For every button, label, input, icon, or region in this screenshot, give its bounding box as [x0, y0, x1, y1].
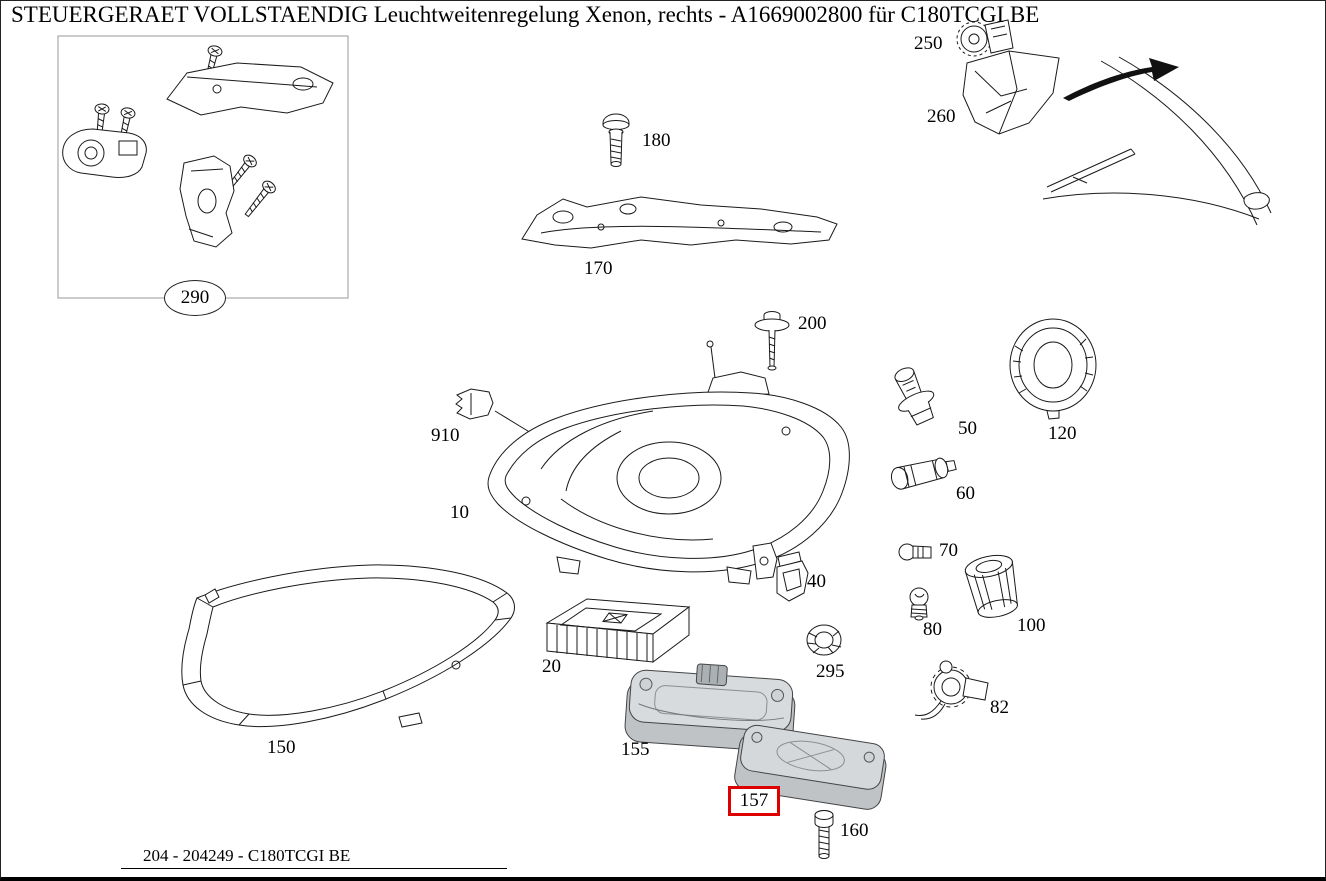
part-label-80[interactable]: 80: [923, 619, 942, 640]
part-label-180[interactable]: 180: [642, 130, 671, 151]
part-160-drawing: [814, 810, 834, 859]
footer-reference: 204 - 204249 - C180TCGI BE: [143, 846, 351, 865]
part-label-82[interactable]: 82: [990, 697, 1009, 718]
selected-part-highlight[interactable]: 157: [728, 786, 780, 816]
part-180-drawing: [602, 113, 630, 167]
part-20-drawing: [545, 598, 691, 663]
part-label-10[interactable]: 10: [450, 502, 469, 523]
part-label-150[interactable]: 150: [267, 737, 296, 758]
vehicle-context-drawing: [1042, 56, 1272, 226]
part-label-170[interactable]: 170: [584, 258, 613, 279]
part-label-290-text: 290: [180, 287, 210, 308]
part-label-910[interactable]: 910: [431, 425, 460, 446]
part-label-250[interactable]: 250: [914, 33, 943, 54]
part-295-drawing: [806, 624, 842, 656]
part-60-drawing: [890, 457, 957, 490]
part-150-drawing: [181, 564, 515, 728]
part-label-295[interactable]: 295: [816, 661, 845, 682]
part-100-drawing: [964, 554, 1018, 618]
part-label-260[interactable]: 260: [927, 106, 956, 127]
page-title: STEUERGERAET VOLLSTAENDIG Leuchtweitenre…: [11, 2, 1040, 27]
part-50-drawing: [894, 367, 935, 426]
part-label-50[interactable]: 50: [958, 418, 977, 439]
part-label-20[interactable]: 20: [542, 656, 561, 677]
part-label-40[interactable]: 40: [807, 571, 826, 592]
part-82-drawing: [914, 660, 989, 720]
part-260-drawing: [962, 50, 1060, 135]
part-70-drawing: [898, 543, 932, 561]
part-label-157: 157: [739, 790, 769, 811]
part-label-160[interactable]: 160: [840, 820, 869, 841]
inset-detail-drawing: [57, 35, 349, 299]
part-250-drawing: [956, 19, 1014, 57]
part-label-100[interactable]: 100: [1017, 615, 1046, 636]
part-200-drawing: [754, 311, 790, 371]
part-10-headlamp-drawing: [487, 340, 850, 585]
part-label-70[interactable]: 70: [939, 540, 958, 561]
part-80-drawing: [909, 587, 929, 621]
part-170-drawing: [521, 196, 838, 249]
part-157-drawing: [734, 724, 887, 810]
part-label-60[interactable]: 60: [956, 483, 975, 504]
view-direction-arrow: [1063, 58, 1179, 101]
part-155-drawing: [624, 663, 796, 752]
part-label-290[interactable]: 290: [164, 280, 226, 316]
part-120-drawing: [1009, 318, 1097, 420]
part-label-120[interactable]: 120: [1048, 423, 1077, 444]
part-label-200[interactable]: 200: [798, 313, 827, 334]
footer-divider: [121, 868, 507, 869]
part-40-drawing: [776, 551, 809, 602]
part-label-155[interactable]: 155: [621, 739, 650, 760]
